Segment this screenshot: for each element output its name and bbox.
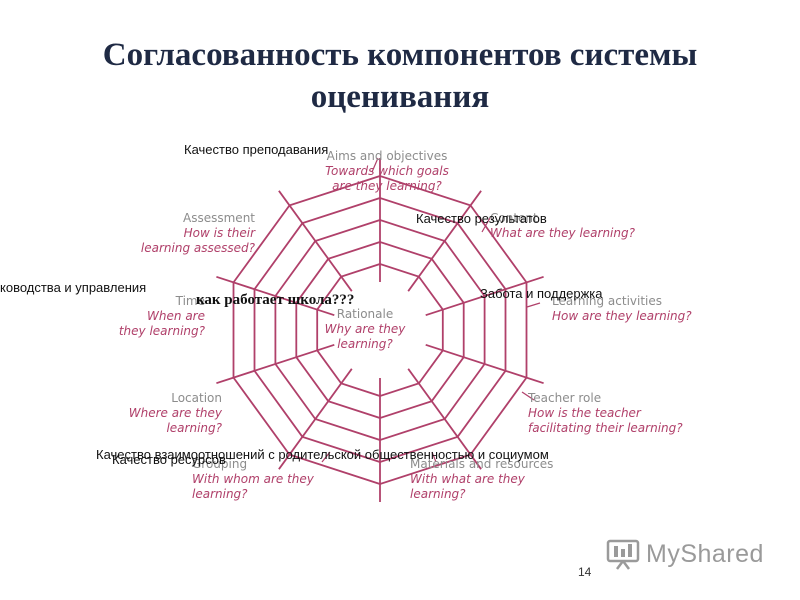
web-label-question: What are they learning? <box>490 226 636 240</box>
web-label-heading: Aims and objectives <box>327 149 448 163</box>
web-label-heading: Assessment <box>183 211 255 225</box>
web-label-question: How is the teacher <box>528 406 642 420</box>
web-label-question: learning? <box>337 337 393 351</box>
web-spoke-5 <box>407 368 482 470</box>
web-pointer-4 <box>521 391 535 401</box>
projector-screen-icon <box>606 539 640 570</box>
page-number: 14 <box>578 565 592 579</box>
how-school-works-label: как работает школа??? <box>196 292 355 308</box>
web-spoke-9 <box>216 275 335 317</box>
web-label-question: With what are they <box>410 472 526 486</box>
title-line-1: Согласованность компонентов системы <box>102 37 698 73</box>
web-label-question: With whom are they <box>192 472 315 486</box>
web-spoke-10 <box>278 190 353 292</box>
web-label-question: When are <box>147 309 205 323</box>
web-label-question: facilitating their learning? <box>528 421 683 435</box>
resources-quality-label: Качество ресурсов <box>112 452 226 467</box>
title-line-2: оценивания <box>310 79 490 115</box>
web-pointer-1 <box>371 157 379 173</box>
web-label-heading: Learning activities <box>552 294 662 308</box>
web-label-question: learning assessed? <box>141 241 256 255</box>
logo-text: MyShared <box>646 539 764 568</box>
web-label-question: Why are they <box>325 322 407 336</box>
web-label-question: they learning? <box>119 324 206 338</box>
web-pointer-2 <box>481 217 491 233</box>
web-spoke-4 <box>425 343 544 385</box>
relations-quality-label: Качество взаимоотношений с родительской … <box>96 447 549 462</box>
web-label-heading: Time <box>175 294 205 308</box>
myshared-logo: MyShared <box>606 538 764 570</box>
care-support-label: Забота и поддержка <box>480 286 603 301</box>
web-label-heading: Grouping <box>192 457 247 471</box>
teaching-quality-label: Качество преподавания <box>184 142 329 157</box>
web-label-question: learning? <box>166 421 222 435</box>
web-label-heading: Teacher role <box>527 391 601 405</box>
web-spoke-8 <box>216 343 335 385</box>
web-pointer-3 <box>526 302 541 308</box>
web-label-question: How is their <box>184 226 256 240</box>
web-label-question: Where are they <box>129 406 223 420</box>
web-spoke-3 <box>425 275 544 317</box>
web-spoke-2 <box>407 190 482 292</box>
web-label-heading: Content <box>490 211 538 225</box>
web-label-question: are they learning? <box>332 179 442 193</box>
results-quality-label: Качество результатов <box>416 211 547 226</box>
web-pointer-6 <box>321 451 331 463</box>
web-pointer-5 <box>431 451 437 463</box>
leadership-quality-label: ководства и управления <box>0 280 147 295</box>
web-label-question: learning? <box>410 487 466 501</box>
web-label-question: How are they learning? <box>552 309 692 323</box>
web-label-heading: Rationale <box>337 307 393 321</box>
web-label-question: Towards which goals <box>325 164 449 178</box>
web-label-heading: Materials and resources <box>410 457 553 471</box>
web-spoke-7 <box>278 368 353 470</box>
slide-title: Согласованность компонентов системы оцен… <box>0 34 800 118</box>
web-label-heading: Location <box>171 391 222 405</box>
web-label-question: learning? <box>192 487 248 501</box>
